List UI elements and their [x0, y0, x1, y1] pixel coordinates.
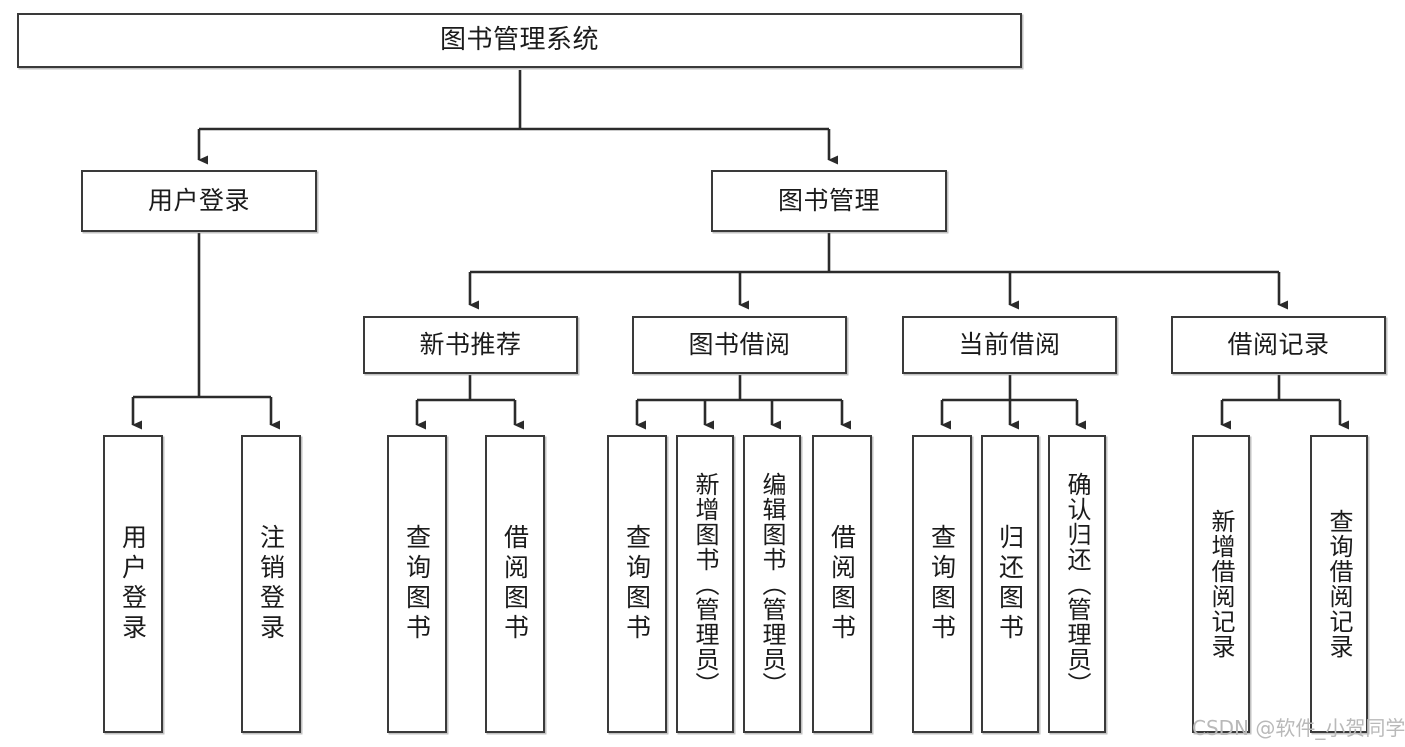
node-label: 查询图书	[927, 524, 957, 644]
node-label: 归还图书	[995, 524, 1025, 644]
leaf-user-login[interactable]: 用户登录	[103, 435, 163, 733]
node-label: 新书推荐	[419, 330, 522, 359]
node-new-book-recommend[interactable]: 新书推荐	[363, 316, 578, 374]
leaf-current-return-book[interactable]: 归还图书	[981, 435, 1039, 733]
node-label: 编辑图书（管理员）	[758, 471, 786, 697]
node-user-login[interactable]: 用户登录	[81, 170, 317, 232]
node-root-system[interactable]: 图书管理系统	[17, 13, 1022, 68]
csdn-watermark: CSDN @软件_小贺同学	[1192, 716, 1405, 740]
leaf-user-logout[interactable]: 注销登录	[241, 435, 301, 733]
node-label: 用户登录	[147, 186, 250, 215]
node-label: 借阅记录	[1227, 330, 1330, 359]
node-label: 新增图书（管理员）	[691, 471, 719, 697]
node-label: 确认归还（管理员）	[1063, 471, 1091, 697]
leaf-record-add-borrow-record[interactable]: 新增借阅记录	[1192, 435, 1250, 733]
node-label: 查询借阅记录	[1325, 509, 1353, 659]
node-label: 用户登录	[118, 524, 148, 644]
leaf-current-query-book[interactable]: 查询图书	[912, 435, 972, 733]
node-borrow-record[interactable]: 借阅记录	[1171, 316, 1386, 374]
node-label: 查询图书	[622, 524, 652, 644]
node-label: 注销登录	[256, 524, 286, 644]
leaf-recommend-borrow-book[interactable]: 借阅图书	[485, 435, 545, 733]
leaf-borrow-edit-book-admin[interactable]: 编辑图书（管理员）	[743, 435, 801, 733]
node-label: 查询图书	[402, 524, 432, 644]
node-book-borrow[interactable]: 图书借阅	[632, 316, 847, 374]
node-label: 图书管理	[777, 186, 880, 215]
node-label: 图书管理系统	[439, 24, 599, 55]
leaf-recommend-query-book[interactable]: 查询图书	[387, 435, 447, 733]
leaf-borrow-borrow-book[interactable]: 借阅图书	[812, 435, 872, 733]
leaf-current-confirm-return-admin[interactable]: 确认归还（管理员）	[1048, 435, 1106, 733]
leaf-borrow-query-book[interactable]: 查询图书	[607, 435, 667, 733]
node-label: 图书借阅	[688, 330, 791, 359]
node-current-borrow[interactable]: 当前借阅	[902, 316, 1117, 374]
leaf-record-query-borrow-record[interactable]: 查询借阅记录	[1310, 435, 1368, 733]
node-label: 借阅图书	[827, 524, 857, 644]
node-label: 当前借阅	[958, 330, 1061, 359]
node-book-management[interactable]: 图书管理	[711, 170, 947, 232]
leaf-borrow-add-book-admin[interactable]: 新增图书（管理员）	[676, 435, 734, 733]
node-label: 借阅图书	[500, 524, 530, 644]
node-label: 新增借阅记录	[1207, 509, 1235, 659]
